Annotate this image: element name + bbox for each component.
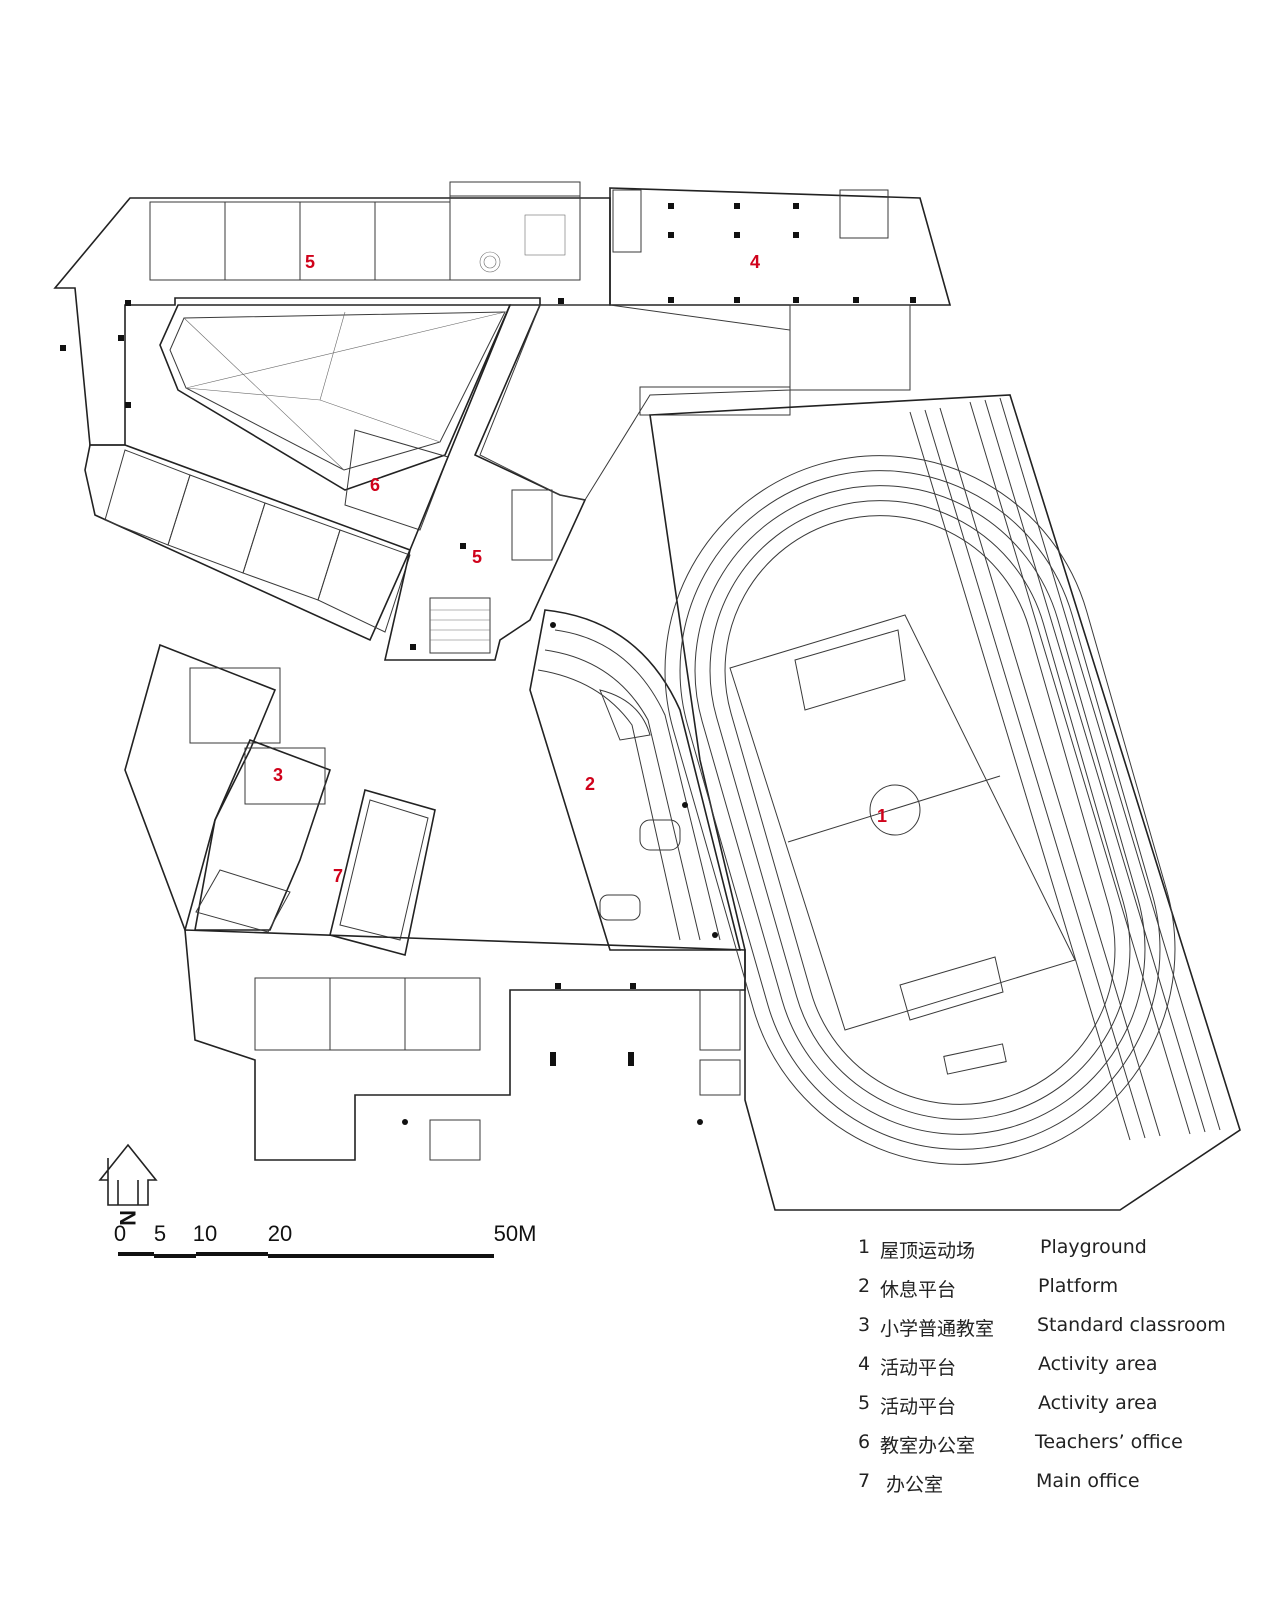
legend-item: 3 小学普通教室 Standard classroom (0, 1314, 1280, 1352)
legend-chinese-name: 休息平台 (880, 1279, 957, 1301)
room-label-4: 4 (750, 252, 760, 272)
activity-area-north (609, 187, 952, 391)
central-circulation (383, 304, 587, 661)
legend-english-name: Activity area (1038, 1392, 1158, 1414)
room-label-6: 6 (370, 475, 380, 495)
scale-tick-20: 20 (268, 1221, 292, 1246)
legend-item: 1 屋顶运动场 Playground (0, 1236, 1280, 1274)
room-label-5-north: 5 (305, 252, 315, 272)
ramp-to-field (479, 304, 791, 501)
room-label-5-central: 5 (472, 547, 482, 567)
legend-chinese-name: 活动平台 (880, 1357, 957, 1379)
legend-number: 7 (858, 1470, 871, 1492)
legend-chinese-name: 活动平台 (880, 1396, 957, 1418)
legend-english-name: Teachers’ office (1035, 1431, 1183, 1453)
legend-chinese-name: 小学普通教室 (880, 1318, 995, 1340)
south-wing (124, 643, 746, 1161)
legend-english-name: Standard classroom (1037, 1314, 1226, 1336)
atrium-skylight (159, 304, 512, 491)
legend-number: 6 (858, 1431, 871, 1453)
seating-platform (529, 609, 742, 951)
room-label-2: 2 (585, 774, 595, 794)
scale-tick-50: 50M (494, 1221, 537, 1246)
room-label-1: 1 (877, 806, 887, 826)
room-label-7: 7 (333, 866, 343, 886)
legend-number: 4 (858, 1353, 871, 1375)
legend-english-name: Playground (1040, 1236, 1147, 1258)
legend-item: 5 活动平台 Activity area (0, 1392, 1280, 1430)
scale-tick-5: 5 (154, 1221, 166, 1246)
scale-tick-0: 0 (114, 1221, 126, 1246)
legend-item: 6 教室办公室 Teachers’ office (0, 1431, 1280, 1469)
legend-number: 3 (858, 1314, 871, 1336)
legend-english-name: Activity area (1038, 1353, 1158, 1375)
rooftop-playground (649, 394, 1241, 1211)
scale-bar: 0 5 10 20 50M (114, 1221, 537, 1258)
north-classroom-wing (53, 181, 611, 446)
scale-tick-10: 10 (193, 1221, 217, 1246)
legend-number: 5 (858, 1392, 871, 1414)
structural-columns (60, 203, 916, 1125)
legend-number: 2 (858, 1275, 871, 1297)
legend-chinese-name: 办公室 (886, 1474, 944, 1496)
legend-english-name: Main office (1036, 1470, 1140, 1492)
legend-english-name: Platform (1038, 1275, 1119, 1297)
west-classroom-wing (84, 429, 449, 642)
legend-item: 2 休息平台 Platform (0, 1275, 1280, 1313)
room-label-3: 3 (273, 765, 283, 785)
legend-chinese-name: 教室办公室 (880, 1435, 976, 1457)
north-arrow: N (98, 1143, 158, 1226)
north-arrow-letter: N (115, 1210, 140, 1226)
legend-number: 1 (858, 1236, 871, 1258)
legend-chinese-name: 屋顶运动场 (880, 1240, 976, 1262)
legend-item: 7 办公室 Main office (0, 1470, 1280, 1508)
room-labels: 1 2 3 4 5 5 6 7 (273, 252, 887, 886)
legend-item: 4 活动平台 Activity area (0, 1353, 1280, 1391)
